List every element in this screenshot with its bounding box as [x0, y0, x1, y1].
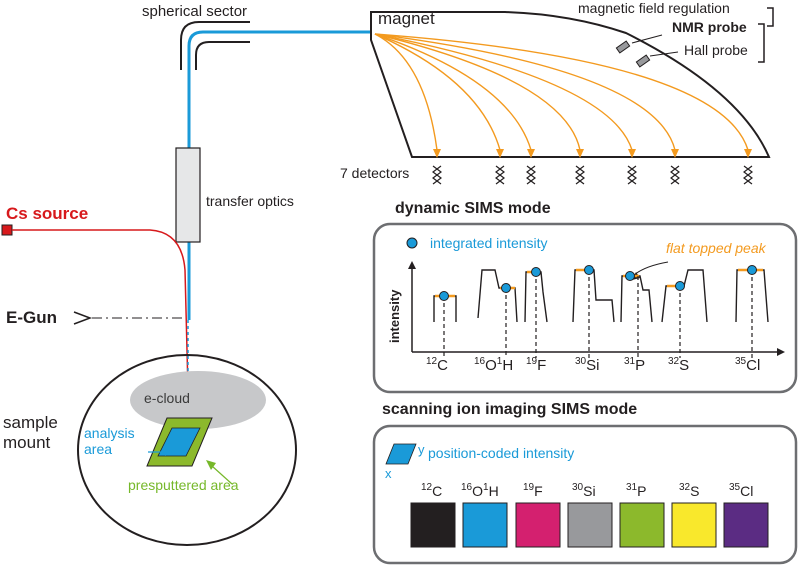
magnet-body	[370, 11, 771, 158]
axis-y-label: y	[418, 442, 425, 457]
dynamic-panel	[372, 222, 798, 394]
iso-label-s: 32S	[668, 356, 690, 374]
spherical-sector-inner	[195, 41, 250, 70]
e-gun-icon	[73, 311, 93, 325]
imaging-panel	[372, 424, 798, 565]
iso-label-f: 19F	[526, 356, 547, 374]
cs-source-label: Cs source	[6, 204, 89, 223]
flat-tops	[435, 268, 763, 298]
iso-label-oh: 16O1H	[474, 356, 514, 374]
transfer-optics	[175, 147, 201, 243]
legend-dot-icon	[406, 237, 418, 249]
iso-label-si: 30Si	[575, 356, 600, 374]
e-cloud-label: e-cloud	[144, 390, 190, 406]
spherical-sector-label: spherical sector	[142, 3, 248, 20]
mass-spectrum-peaks	[433, 269, 769, 323]
tile-label-cl: 35Cl	[729, 482, 754, 499]
isotope-tiles	[410, 502, 769, 548]
magnetic-field-regulation-label: magnetic field regulation	[578, 0, 730, 16]
sample-mount-label: sample mount	[3, 413, 58, 452]
nmr-probe-icon	[615, 40, 631, 54]
iso-label-cl: 35Cl	[735, 356, 761, 374]
ion-beam	[187, 30, 372, 320]
mass-markers	[443, 270, 753, 358]
detectors	[432, 165, 753, 185]
analysis-area	[157, 427, 201, 457]
tile-label-f: 19F	[523, 482, 543, 499]
iso-label-c: 12C	[426, 356, 448, 374]
presputtered-area-label: presputtered area	[128, 477, 239, 493]
nmr-probe-label: NMR probe	[672, 19, 747, 35]
cs-source-icon	[1, 224, 13, 236]
flat-topped-peak-annotation: flat topped peak	[666, 240, 766, 256]
magnet-label: magnet	[378, 9, 435, 28]
position-coded-legend: position-coded intensity	[428, 445, 575, 461]
tile-label-s: 32S	[679, 482, 700, 499]
integrated-intensity-points	[439, 265, 757, 301]
tile-label-c: 12C	[421, 482, 443, 499]
tile-label-oh: 16O1H	[461, 482, 499, 499]
axis-x-label: x	[385, 466, 392, 481]
detectors-label: 7 detectors	[340, 165, 410, 181]
e-cloud	[130, 371, 266, 429]
tile-label-si: 30Si	[572, 482, 596, 499]
analysis-area-label: analysis area	[84, 425, 135, 458]
integrated-intensity-legend: integrated intensity	[430, 235, 548, 251]
spherical-sector-outer	[180, 21, 250, 70]
iso-label-p: 31P	[624, 356, 646, 374]
trajectory-arrowheads	[433, 149, 752, 158]
sample-mount	[77, 354, 297, 546]
cs-beam	[12, 229, 189, 391]
intensity-axis-label: intensity	[387, 289, 402, 343]
position-coded-icon	[385, 443, 417, 465]
hall-probe-label: Hall probe	[684, 42, 748, 58]
transfer-optics-label: transfer optics	[206, 193, 294, 209]
imaging-panel-title: scanning ion imaging SIMS mode	[382, 401, 638, 418]
ion-trajectories	[374, 33, 749, 151]
hall-probe-icon	[635, 54, 651, 68]
tile-label-p: 31P	[626, 482, 647, 499]
e-gun-label: E-Gun	[6, 308, 57, 327]
dynamic-panel-title: dynamic SIMS mode	[395, 200, 551, 217]
